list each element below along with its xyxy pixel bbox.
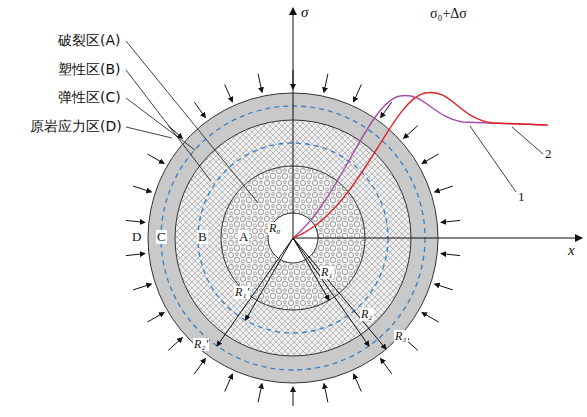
zone-label: 原岩应力区(D) — [30, 119, 122, 134]
load-arrow — [293, 387, 294, 406]
load-arrow — [258, 384, 262, 403]
load-arrow — [422, 313, 439, 323]
zone-letter: D — [131, 230, 142, 244]
load-arrow — [148, 313, 165, 323]
load-arrow — [126, 220, 145, 222]
radius-label: R₁ — [320, 266, 334, 279]
curve-number: 2 — [545, 147, 552, 161]
load-arrow — [435, 284, 453, 290]
load-arrow — [324, 74, 328, 93]
load-arrow — [381, 359, 392, 374]
load-arrow — [354, 374, 362, 391]
axis-label: x — [568, 242, 575, 259]
load-arrow — [194, 359, 205, 374]
load-arrow — [168, 338, 182, 351]
load-arrow — [225, 374, 233, 391]
load-arrow — [324, 384, 328, 403]
load-arrow — [441, 254, 460, 256]
zone-letter: B — [197, 230, 208, 244]
load-arrow — [133, 186, 151, 192]
load-arrow — [148, 154, 165, 164]
load-arrow — [354, 85, 362, 102]
zone-label: 弹性区(C) — [58, 90, 121, 105]
axis-label: σ — [301, 4, 308, 21]
load-arrow — [194, 102, 205, 117]
load-arrow — [258, 74, 262, 93]
load-arrow — [126, 254, 145, 256]
load-label: σ₀+Δσ — [430, 6, 467, 21]
radius-label: R₀ — [268, 222, 282, 235]
load-arrow — [435, 186, 453, 192]
zone-letter: C — [156, 230, 167, 244]
radius-label: R₃ — [394, 330, 408, 343]
radius-label: R₂' — [193, 338, 209, 351]
load-arrow — [225, 85, 233, 102]
radius-label: R₂ — [360, 308, 374, 321]
radius-label: R₁' — [234, 286, 250, 299]
zone-label: 塑性区(B) — [58, 62, 121, 77]
load-arrow — [441, 220, 460, 222]
zone-label: 破裂区(A) — [58, 33, 121, 48]
curve-number: 1 — [518, 190, 525, 204]
load-arrow — [133, 284, 151, 290]
load-arrow — [404, 126, 418, 139]
zone-letter: A — [238, 230, 249, 244]
load-arrow — [422, 154, 439, 164]
